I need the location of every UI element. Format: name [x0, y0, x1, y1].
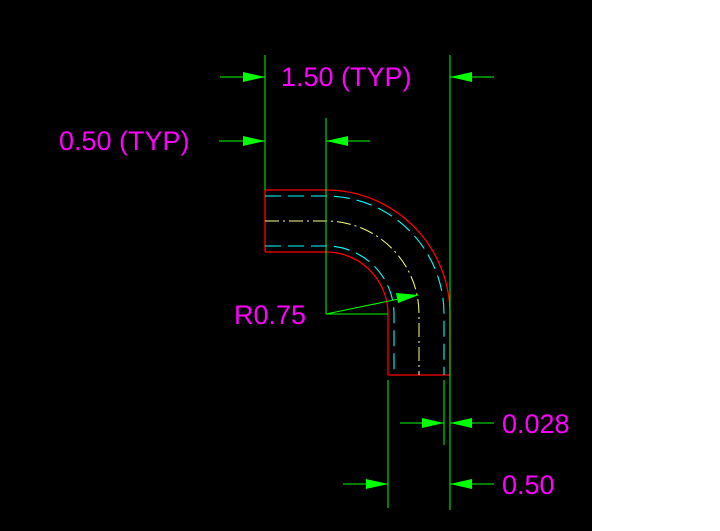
- dimension-wall-thickness: 0.028: [502, 409, 570, 439]
- dim-arrowhead-diameter-right: [450, 479, 472, 489]
- dim-arrowhead-wall-left: [422, 418, 444, 428]
- wall-hidden-lines: [265, 195, 445, 375]
- radius-arrowhead: [396, 293, 419, 303]
- outer-wall-hidden-line: [265, 195, 445, 375]
- dimension-bend-radius: R0.75: [234, 300, 306, 330]
- dim-arrowhead-straight-left: [243, 136, 265, 146]
- dim-arrowhead-wall-right: [450, 418, 472, 428]
- dimension-overall-width: 1.50 (TYP): [281, 62, 412, 92]
- dim-arrowhead-diameter-left: [366, 479, 388, 489]
- model-space-background: [0, 0, 592, 531]
- dim-arrowhead-top-left: [243, 72, 265, 82]
- dim-arrowhead-straight-right: [326, 136, 348, 146]
- dimension-straight-length: 0.50 (TYP): [59, 126, 190, 156]
- tube-centerline: [265, 220, 420, 375]
- inner-wall: [265, 251, 389, 375]
- dimension-tube-diameter: 0.50: [502, 470, 555, 500]
- inner-wall-hidden-line: [265, 245, 395, 375]
- dim-arrowhead-top-right: [450, 72, 472, 82]
- outer-wall: [265, 189, 451, 375]
- dimension-geometry: [219, 55, 494, 510]
